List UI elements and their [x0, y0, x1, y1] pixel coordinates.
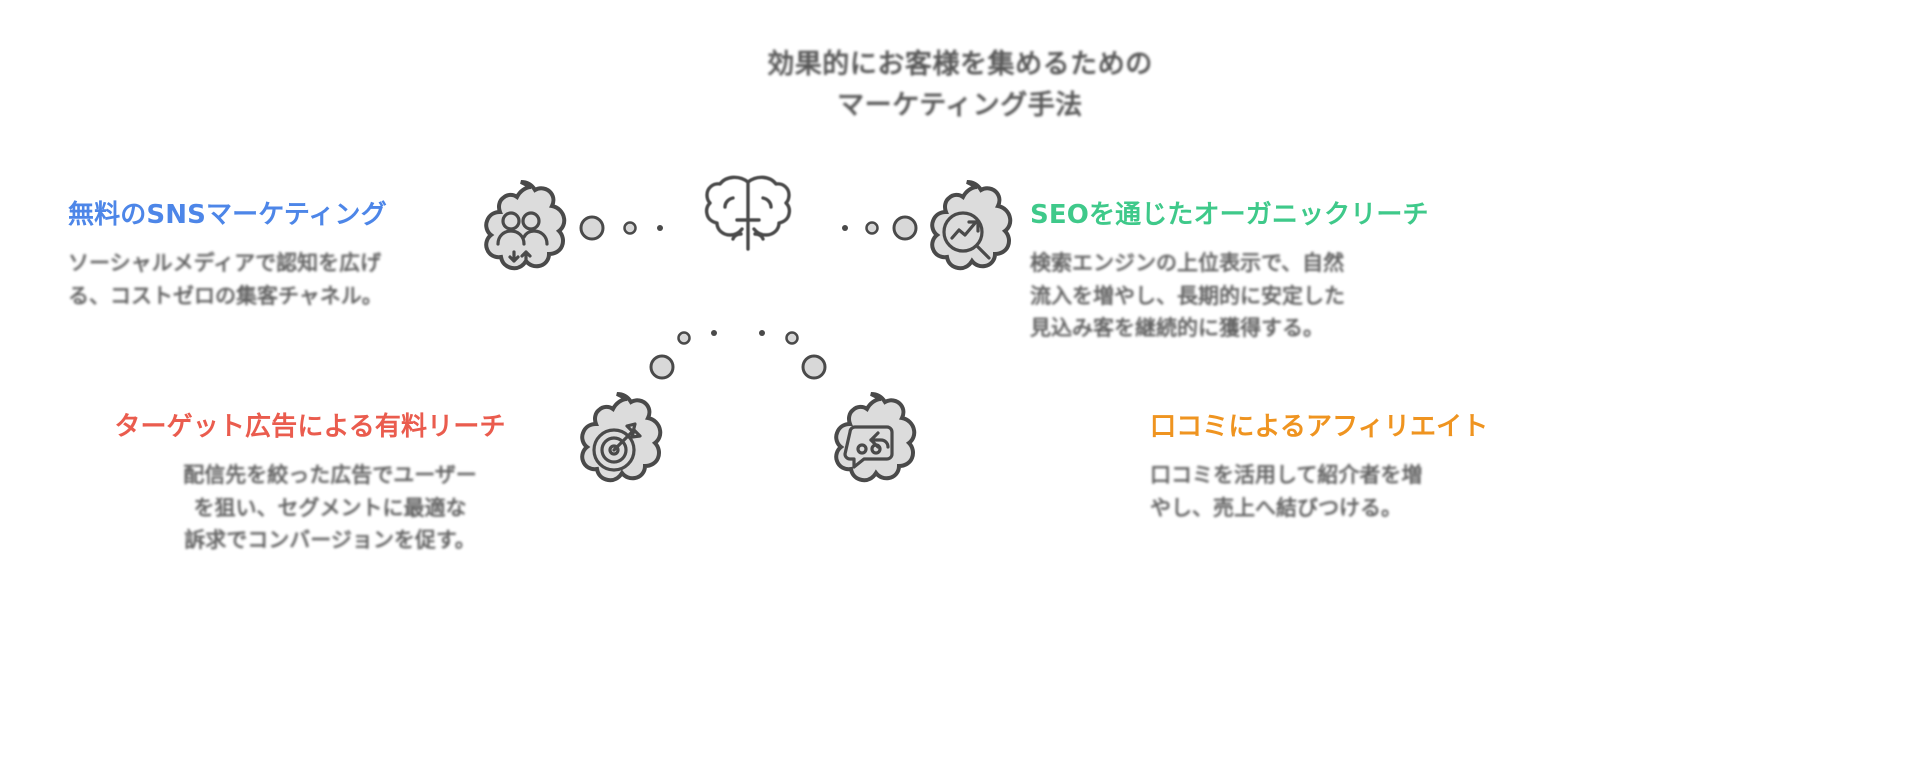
node-ads: ターゲット広告による有料リーチ 配信先を絞った広告でユーザー を狙い、セグメント…: [60, 412, 560, 557]
title-line-1: 効果的にお客様を集めるための: [767, 49, 1153, 80]
node-sns-body-line-1: ソーシャルメディアで認知を広げ: [68, 251, 382, 276]
node-ads-heading: ターゲット広告による有料リーチ: [114, 412, 506, 442]
node-seo-body-line-3: 見込み客を継続的に獲得する。: [1030, 316, 1324, 341]
node-ads-body-line-3: 訴求でコンバージョンを促す。: [184, 528, 476, 553]
title-line-2: マーケティング手法: [837, 90, 1083, 122]
node-sns: 無料のSNSマーケティング ソーシャルメディアで認知を広げ る、コストゼロの集客…: [68, 200, 468, 312]
node-seo-heading: SEOを通じたオーガニックリーチ: [1030, 200, 1429, 230]
node-ads-body: 配信先を絞った広告でユーザー を狙い、セグメントに最適な 訴求でコンバージョンを…: [60, 459, 560, 557]
node-wom-heading: 口コミによるアフィリエイト: [1150, 412, 1489, 442]
target-arrow-icon: [592, 422, 642, 472]
node-sns-body: ソーシャルメディアで認知を広げ る、コストゼロの集客チャネル。: [68, 247, 468, 312]
node-seo-body-line-2: 流入を増やし、長期的に安定した: [1030, 283, 1345, 308]
search-growth-icon: [942, 211, 991, 260]
node-ads-body-line-2: を狙い、セグメントに最適な: [193, 495, 467, 520]
node-wom-body-line-1: 口コミを活用して紹介者を増: [1150, 463, 1423, 488]
badge-seo: [908, 176, 1026, 294]
badge-sns: [462, 176, 580, 294]
cloud-shape: [580, 392, 663, 483]
node-wom-body: 口コミを活用して紹介者を増 やし、売上へ結びつける。: [1150, 459, 1580, 524]
node-seo-body: 検索エンジンの上位表示で、自然 流入を増やし、長期的に安定した 見込み客を継続的…: [1030, 247, 1500, 345]
people-exchange-icon: [496, 211, 549, 263]
badge-wom: [812, 388, 930, 506]
node-seo: SEOを通じたオーガニックリーチ 検索エンジンの上位表示で、自然 流入を増やし、…: [1030, 200, 1500, 345]
brain-idea-icon: [704, 175, 792, 251]
node-wom-body-line-2: やし、売上へ結びつける。: [1150, 495, 1402, 520]
page-title: 効果的にお客様を集めるための マーケティング手法: [0, 44, 1920, 126]
node-wom: 口コミによるアフィリエイト 口コミを活用して紹介者を増 やし、売上へ結びつける。: [1150, 412, 1580, 524]
badge-ads: [558, 388, 676, 506]
node-seo-body-line-1: 検索エンジンの上位表示で、自然: [1030, 251, 1345, 276]
node-ads-body-line-1: 配信先を絞った広告でユーザー: [183, 463, 477, 488]
referral-chat-icon: [843, 425, 894, 469]
node-sns-body-line-2: る、コストゼロの集客チャネル。: [68, 283, 383, 308]
node-sns-heading: 無料のSNSマーケティング: [68, 200, 387, 230]
